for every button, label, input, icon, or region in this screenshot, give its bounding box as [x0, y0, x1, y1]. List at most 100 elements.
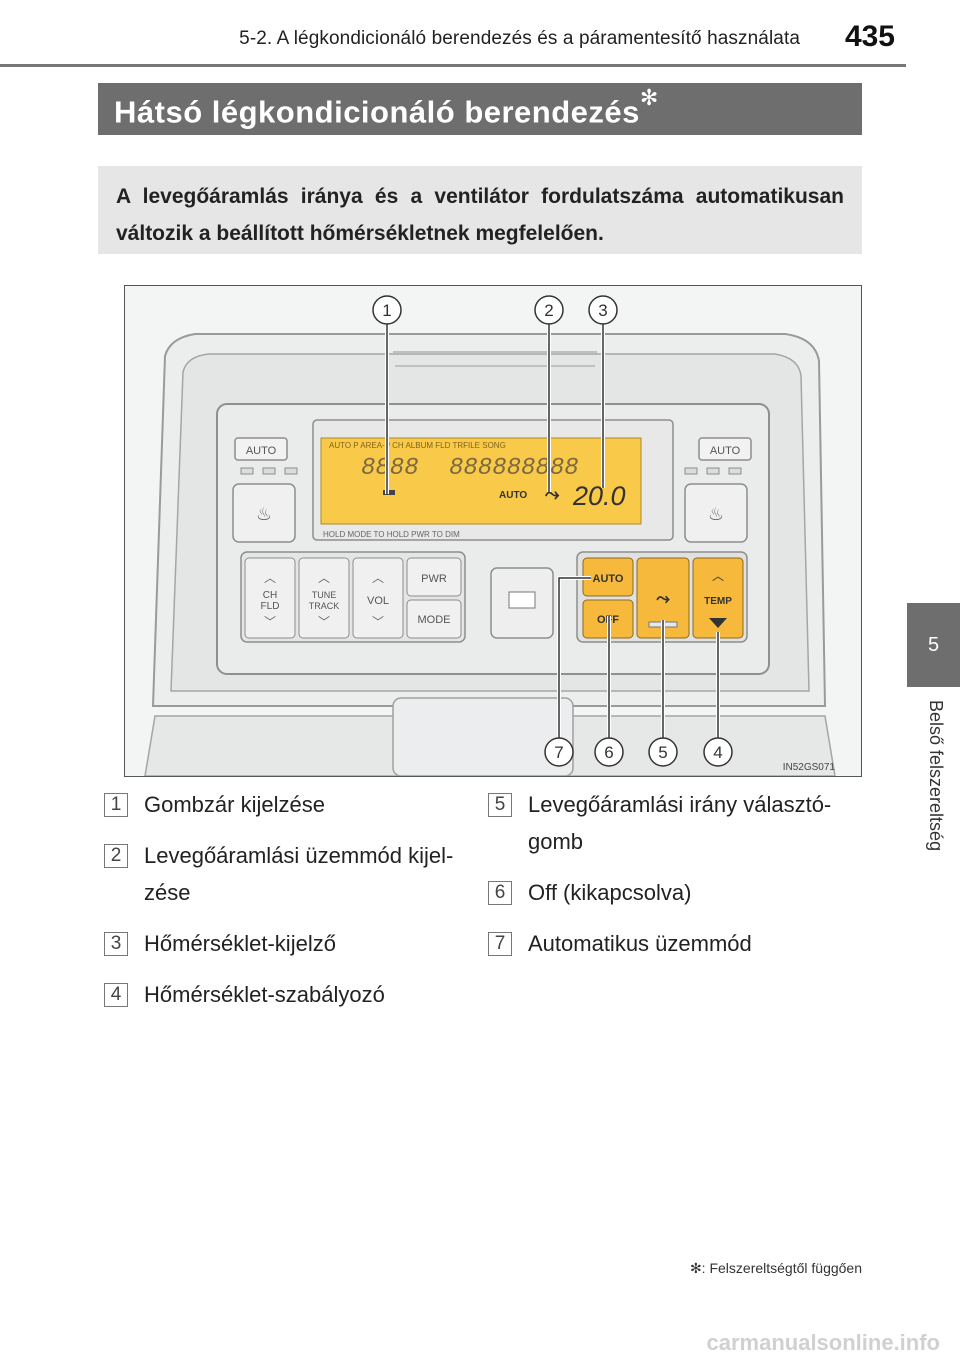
legend-text: Hőmérséklet-kijelző — [144, 931, 336, 956]
auto-left-button — [234, 437, 288, 461]
legend-number: 6 — [488, 881, 512, 905]
legend-item: 4 Hőmérséklet-szabályozó — [104, 976, 464, 1013]
lower-tray — [392, 697, 574, 776]
svg-text:6: 6 — [604, 743, 613, 762]
lcd-bottom-text: HOLD MODE TO HOLD PWR TO DIM — [323, 530, 460, 539]
intro-text: A levegőáramlás iránya és a ventilátor f… — [116, 185, 844, 245]
legend-text: Off (kikapcsolva) — [528, 880, 692, 905]
indicator-left-3 — [284, 467, 298, 475]
legend-number: 4 — [104, 983, 128, 1007]
legend-text: Automatikus üzemmód — [528, 931, 752, 956]
control-panel-illustration: AUTO ♨ AUTO ♨ AUTO P AREA-P CH ALBUM FLD… — [144, 295, 836, 776]
auto-right-button — [698, 437, 752, 461]
legend-text: Hőmérséklet-szabályozó — [144, 982, 385, 1007]
legend-item: 3 Hőmérséklet-kijelző — [104, 925, 464, 962]
svg-text:5: 5 — [658, 743, 667, 762]
chapter-label: Belső felszereltség — [926, 700, 946, 852]
seat-left-icon: ♨ — [256, 504, 272, 524]
watermark: carmanualsonline.info — [706, 1330, 941, 1355]
lcd-segments-right: 888888888 — [449, 455, 579, 482]
mode-label: MODE — [418, 614, 451, 626]
figure-code: IN52GS071 — [783, 762, 836, 773]
control-panel-figure: AUTO ♨ AUTO ♨ AUTO P AREA-P CH ALBUM FLD… — [124, 285, 862, 777]
seat-heater-right-button — [684, 483, 748, 543]
callout-4: 4 — [703, 737, 733, 767]
svg-text:2: 2 — [544, 301, 553, 320]
seat-heater-left-button — [232, 483, 296, 543]
up-chevron-icon: ︿ — [372, 571, 384, 585]
lcd-auto: AUTO — [499, 490, 527, 501]
indicator-right-3 — [728, 467, 742, 475]
display-icon — [508, 591, 536, 609]
leader-7 — [558, 577, 591, 738]
running-header: 5-2. A légkondicionáló berendezés és a p… — [239, 28, 800, 49]
legend-number: 2 — [104, 844, 128, 868]
intro-box: A levegőáramlás iránya és a ventilátor f… — [98, 166, 862, 254]
auto-left-label: AUTO — [246, 445, 277, 457]
footnote: ✻: Felszereltségtől függően — [689, 1260, 862, 1276]
svg-text:7: 7 — [554, 743, 563, 762]
tune-track-button — [298, 557, 350, 639]
auto-button-label: AUTO — [593, 573, 624, 585]
up-chevron-icon: ︿ — [264, 571, 276, 585]
housing-groove — [393, 351, 597, 367]
callout-3: 3 — [588, 295, 618, 325]
indicator-right-2 — [706, 467, 720, 475]
down-triangle-icon — [709, 618, 727, 628]
svg-text:4: 4 — [713, 743, 722, 762]
legend-item: 1 Gombzár kijelzése — [104, 786, 464, 823]
callout-7: 7 — [544, 737, 574, 767]
vol-label: VOL — [367, 595, 389, 607]
legend-text: Gombzár kijelzése — [144, 792, 325, 817]
pwr-label: PWR — [421, 573, 447, 585]
legend-item: 7 Automatikus üzemmód — [488, 925, 848, 962]
legend-text: Levegőáramlási irány választó-gomb — [528, 792, 832, 854]
callout-6: 6 — [594, 737, 624, 767]
legend-left-column: 1 Gombzár kijelzése 2 Levegőáramlási üze… — [104, 786, 464, 1027]
vol-button — [352, 557, 404, 639]
fld-label: FLD — [261, 601, 280, 612]
legend-item: 6 Off (kikapcsolva) — [488, 874, 848, 911]
lcd-screen — [320, 437, 642, 525]
airflow-icon: ⤳ — [656, 589, 670, 608]
legend-item: 5 Levegőáramlási irány választó-gomb — [488, 786, 848, 860]
lcd-top-text: AUTO P AREA-P CH ALBUM FLD TRFILE SONG — [329, 441, 506, 450]
temp-label: TEMP — [704, 596, 732, 607]
callout-2: 2 — [534, 295, 564, 325]
up-chevron-icon: ︿ — [318, 571, 330, 585]
lcd-segments-left: 8888 — [361, 455, 419, 482]
svg-text:1: 1 — [382, 301, 391, 320]
up-chevron-icon: ︿ — [712, 569, 724, 583]
auto-right-label: AUTO — [710, 445, 741, 457]
legend-text: Levegőáramlási üzemmód kijel-zése — [144, 843, 454, 905]
page-number: 435 — [844, 20, 895, 53]
indicator-left-1 — [240, 467, 254, 475]
indicator-right-1 — [684, 467, 698, 475]
down-chevron-icon: ﹀ — [264, 615, 276, 629]
lcd-temperature: 20.0 — [572, 481, 626, 511]
legend-right-column: 5 Levegőáramlási irány választó-gomb 6 O… — [488, 786, 848, 976]
mode-button — [406, 599, 462, 639]
chapter-tab[interactable]: 5 — [907, 603, 960, 687]
header-rule — [0, 64, 906, 67]
legend-number: 1 — [104, 793, 128, 817]
down-chevron-icon: ﹀ — [372, 615, 384, 629]
svg-text:3: 3 — [598, 301, 607, 320]
section-title-bar: Hátsó légkondicionáló berendezés✻ — [98, 83, 862, 135]
ch-fld-button — [244, 557, 296, 639]
section-title: Hátsó légkondicionáló berendezés — [114, 94, 640, 130]
legend-number: 7 — [488, 932, 512, 956]
track-label: TRACK — [309, 601, 340, 611]
callout-5: 5 — [648, 737, 678, 767]
optional-equipment-marker: ✻ — [639, 85, 659, 110]
ch-label: CH — [263, 590, 277, 601]
tune-label: TUNE — [312, 590, 337, 600]
legend-number: 3 — [104, 932, 128, 956]
pwr-button — [406, 557, 462, 597]
callout-1: 1 — [372, 295, 402, 325]
down-chevron-icon: ﹀ — [318, 615, 330, 629]
legend-item: 2 Levegőáramlási üzemmód kijel-zése — [104, 837, 464, 911]
legend-number: 5 — [488, 793, 512, 817]
seat-right-icon: ♨ — [708, 504, 724, 524]
indicator-left-2 — [262, 467, 276, 475]
